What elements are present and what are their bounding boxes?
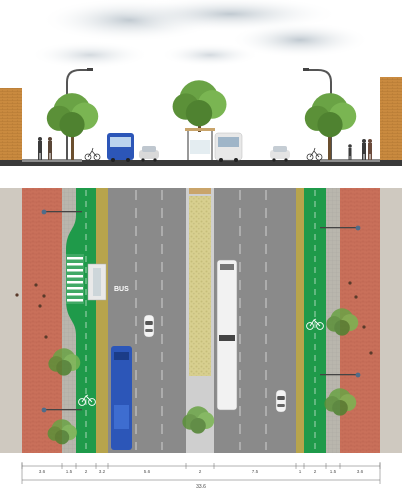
dimension-labels: 3.6 1.5 2 3.2 5.6 2 7.5 1 2 1.5 3.6	[39, 469, 364, 474]
streetlight-icon	[41, 209, 82, 215]
tree-icon	[172, 80, 227, 132]
bus-platform	[189, 188, 211, 194]
bus-stop-icon	[185, 128, 215, 160]
pedestrian-icon	[38, 137, 42, 160]
streetlight-icon	[303, 68, 332, 160]
bus-icon	[111, 346, 132, 450]
car-icon	[275, 389, 287, 413]
dimension-label: 1	[299, 469, 302, 474]
dimension-label: 2	[199, 469, 202, 474]
tree-icon	[304, 93, 357, 160]
buffer-left	[96, 188, 108, 453]
pedestrian-icon	[368, 139, 372, 160]
dimension-lines	[21, 462, 381, 484]
streetlight-icon	[66, 68, 93, 160]
car-icon	[139, 146, 159, 162]
dimension-label: 5.6	[144, 469, 151, 474]
total-width-label: 33.6	[196, 484, 206, 490]
elevation-view	[0, 0, 402, 175]
pedestrian-icon	[348, 144, 352, 160]
streetlight-icon	[320, 372, 361, 378]
bicycle-icon	[84, 147, 101, 161]
building-left	[0, 88, 22, 160]
bicycle-icon	[306, 147, 323, 161]
tree-icon	[46, 93, 99, 160]
dimension-label: 3.6	[39, 469, 46, 474]
bus-stop-icon	[87, 263, 107, 301]
dimension-label: 1.5	[330, 469, 337, 474]
buffer-right	[296, 188, 304, 453]
sidewalk-left	[22, 188, 62, 453]
plan-view: BUS	[0, 188, 402, 453]
dimension-label: 3.2	[99, 469, 106, 474]
median-planting	[189, 196, 211, 376]
pedestrian-icon	[362, 139, 366, 160]
streetlight-icon	[320, 225, 361, 231]
bus-lane-marking: BUS	[114, 286, 129, 293]
bus-icon	[216, 259, 238, 411]
bus-icon	[107, 133, 134, 162]
dimension-ticks	[21, 463, 381, 469]
dimension-label: 3.6	[357, 469, 364, 474]
crosswalk-icon	[66, 254, 84, 304]
pedestrian-icon	[15, 281, 373, 355]
building-edge-right	[380, 188, 402, 453]
dimension-label: 7.5	[252, 469, 259, 474]
bicycle-icon	[306, 318, 324, 330]
car-icon	[270, 146, 290, 162]
dimension-label: 1.5	[66, 469, 73, 474]
dimension-label: 2	[85, 469, 88, 474]
pedestrian-icon	[48, 137, 52, 160]
streetlight-icon	[41, 407, 82, 413]
building-edge-left	[0, 188, 22, 453]
bus-icon	[214, 132, 243, 162]
car-icon	[143, 314, 155, 338]
dimension-label: 2	[314, 469, 317, 474]
bicycle-icon	[78, 394, 96, 406]
building-right	[380, 77, 402, 160]
